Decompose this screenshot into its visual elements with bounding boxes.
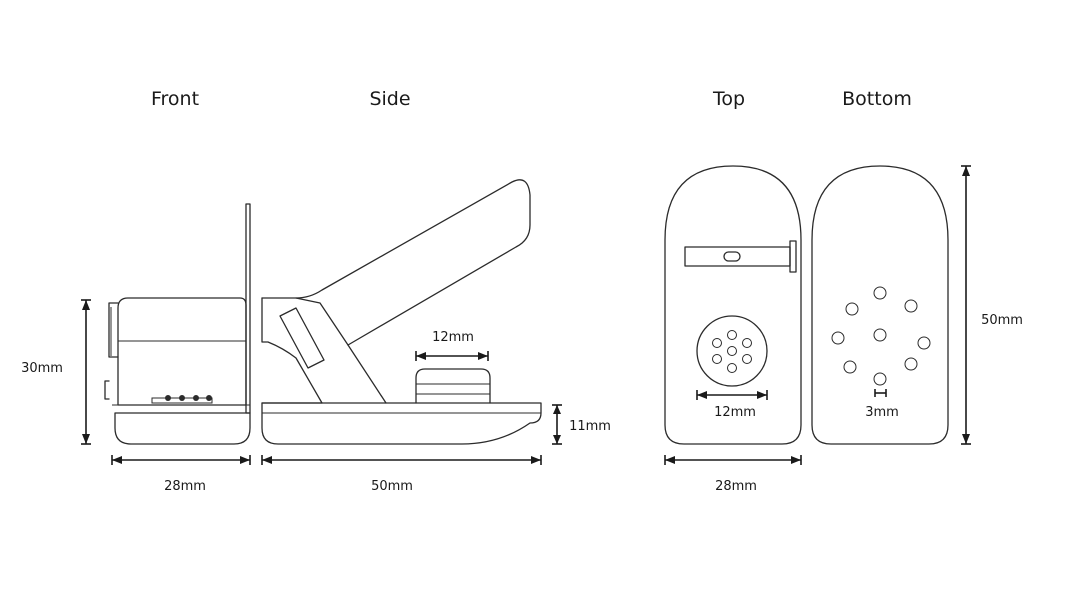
side-height-dimension: 11mm: [552, 404, 611, 445]
side-length-dimension: 50mm: [261, 455, 542, 494]
front-view-title: Front: [151, 88, 199, 110]
top-view: [664, 165, 802, 445]
top-view-title: Top: [712, 88, 745, 110]
top-speaker-dimension: 12mm: [696, 390, 768, 420]
front-height-dimension: 30mm: [21, 299, 91, 445]
top-width-dimension: 28mm: [664, 455, 802, 494]
side-button-dimension: 12mm: [415, 330, 489, 361]
side-button-label: 12mm: [432, 330, 474, 345]
side-length-label: 50mm: [371, 479, 413, 494]
bottom-length-dimension: 50mm: [961, 165, 1023, 445]
bottom-hole-label: 3mm: [865, 405, 899, 420]
top-width-label: 28mm: [715, 479, 757, 494]
bottom-hole-dimension: 3mm: [865, 389, 899, 420]
bottom-view-title: Bottom: [842, 88, 912, 110]
front-width-dimension: 28mm: [111, 455, 251, 494]
side-view: [261, 179, 542, 445]
front-view: [104, 203, 251, 445]
front-width-label: 28mm: [164, 479, 206, 494]
side-view-title: Side: [369, 88, 410, 110]
top-speaker-label: 12mm: [714, 405, 756, 420]
speaker-grille-icon: [696, 315, 768, 387]
side-height-label: 11mm: [569, 419, 611, 434]
front-height-label: 30mm: [21, 361, 63, 376]
bottom-length-label: 50mm: [981, 313, 1023, 328]
bottom-view: [811, 165, 949, 445]
